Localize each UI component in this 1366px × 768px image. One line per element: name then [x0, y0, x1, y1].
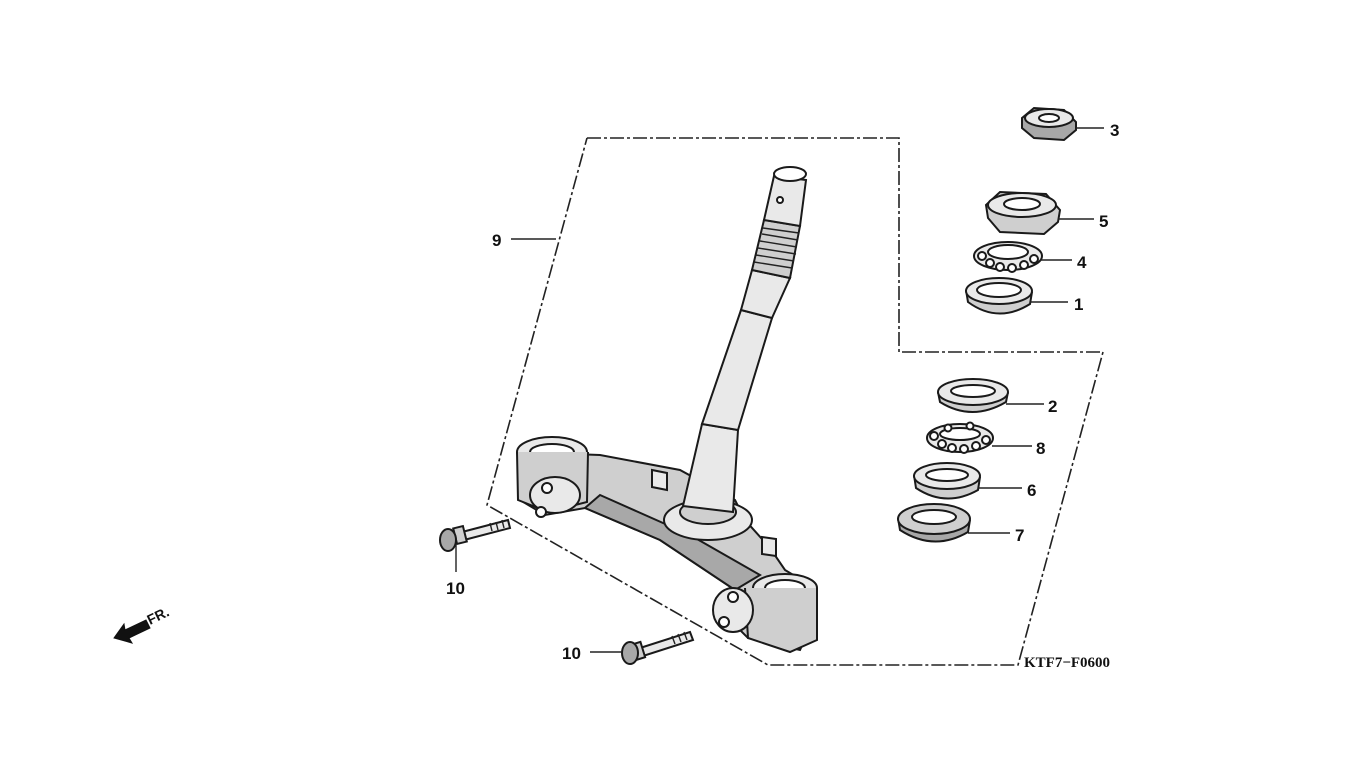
- callout-6: 6: [1027, 481, 1036, 500]
- callout-1: 1: [1074, 295, 1083, 314]
- callout-8: 8: [1036, 439, 1045, 458]
- upper-race-part-1: [965, 277, 1033, 315]
- steering-stem: [516, 166, 818, 654]
- callout-10-left: 10: [446, 579, 465, 598]
- lower-race-part-2: [937, 378, 1009, 413]
- callout-5: 5: [1099, 212, 1108, 231]
- callout-10-bottom: 10: [562, 644, 581, 663]
- lower-cone-race-part-6: [913, 462, 981, 500]
- diagram-reference-code: KTF7−F0600: [1024, 655, 1110, 671]
- dust-seal-part-7: [897, 503, 971, 543]
- callout-2: 2: [1048, 397, 1057, 416]
- callout-7: 7: [1015, 526, 1024, 545]
- bolt-left: [439, 518, 512, 552]
- callout-4: 4: [1077, 253, 1087, 272]
- top-thread-nut-part-5: [984, 190, 1062, 236]
- lock-nut-part-3: [1021, 106, 1077, 142]
- callout-9: 9: [492, 231, 501, 250]
- callout-3: 3: [1110, 121, 1119, 140]
- leader-lines: [455, 127, 1104, 653]
- bolt-right: [621, 630, 695, 665]
- lower-bearing-part-8: [926, 421, 994, 454]
- front-direction-arrow-icon: FR.: [113, 603, 172, 644]
- upper-bearing-part-4: [973, 241, 1043, 273]
- assembly-group-outline: [486, 137, 1105, 666]
